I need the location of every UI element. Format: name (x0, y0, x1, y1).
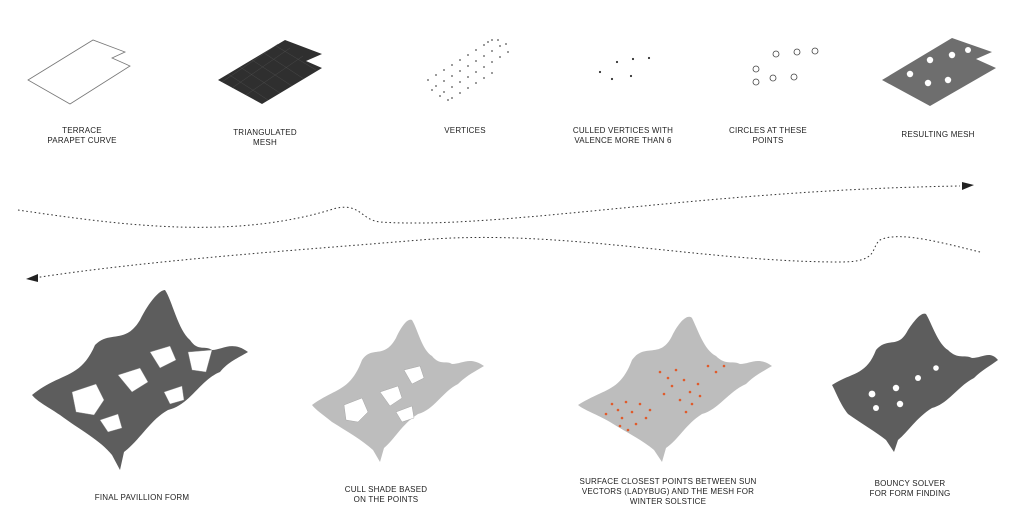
step-label-vertices: VERTICES (444, 126, 486, 135)
surface-closest-points-graphic (578, 316, 772, 462)
vertices-graphic (427, 39, 509, 101)
step-label-resulting-mesh: RESULTING MESH (901, 130, 975, 139)
flow-arrow (17, 182, 981, 282)
terrace-parapet-curve-graphic (27, 39, 131, 105)
circles-at-points-graphic (752, 47, 819, 86)
step-label-final-pavilion-form: FINAL PAVILLION FORM (94, 493, 190, 502)
resulting-mesh-graphic (882, 38, 996, 106)
cull-shade-graphic (312, 319, 484, 462)
bouncy-solver-graphic (832, 313, 998, 452)
triangulated-mesh-graphic (218, 40, 322, 104)
culled-vertices-graphic (598, 56, 651, 81)
final-pavilion-form-graphic (32, 290, 248, 470)
